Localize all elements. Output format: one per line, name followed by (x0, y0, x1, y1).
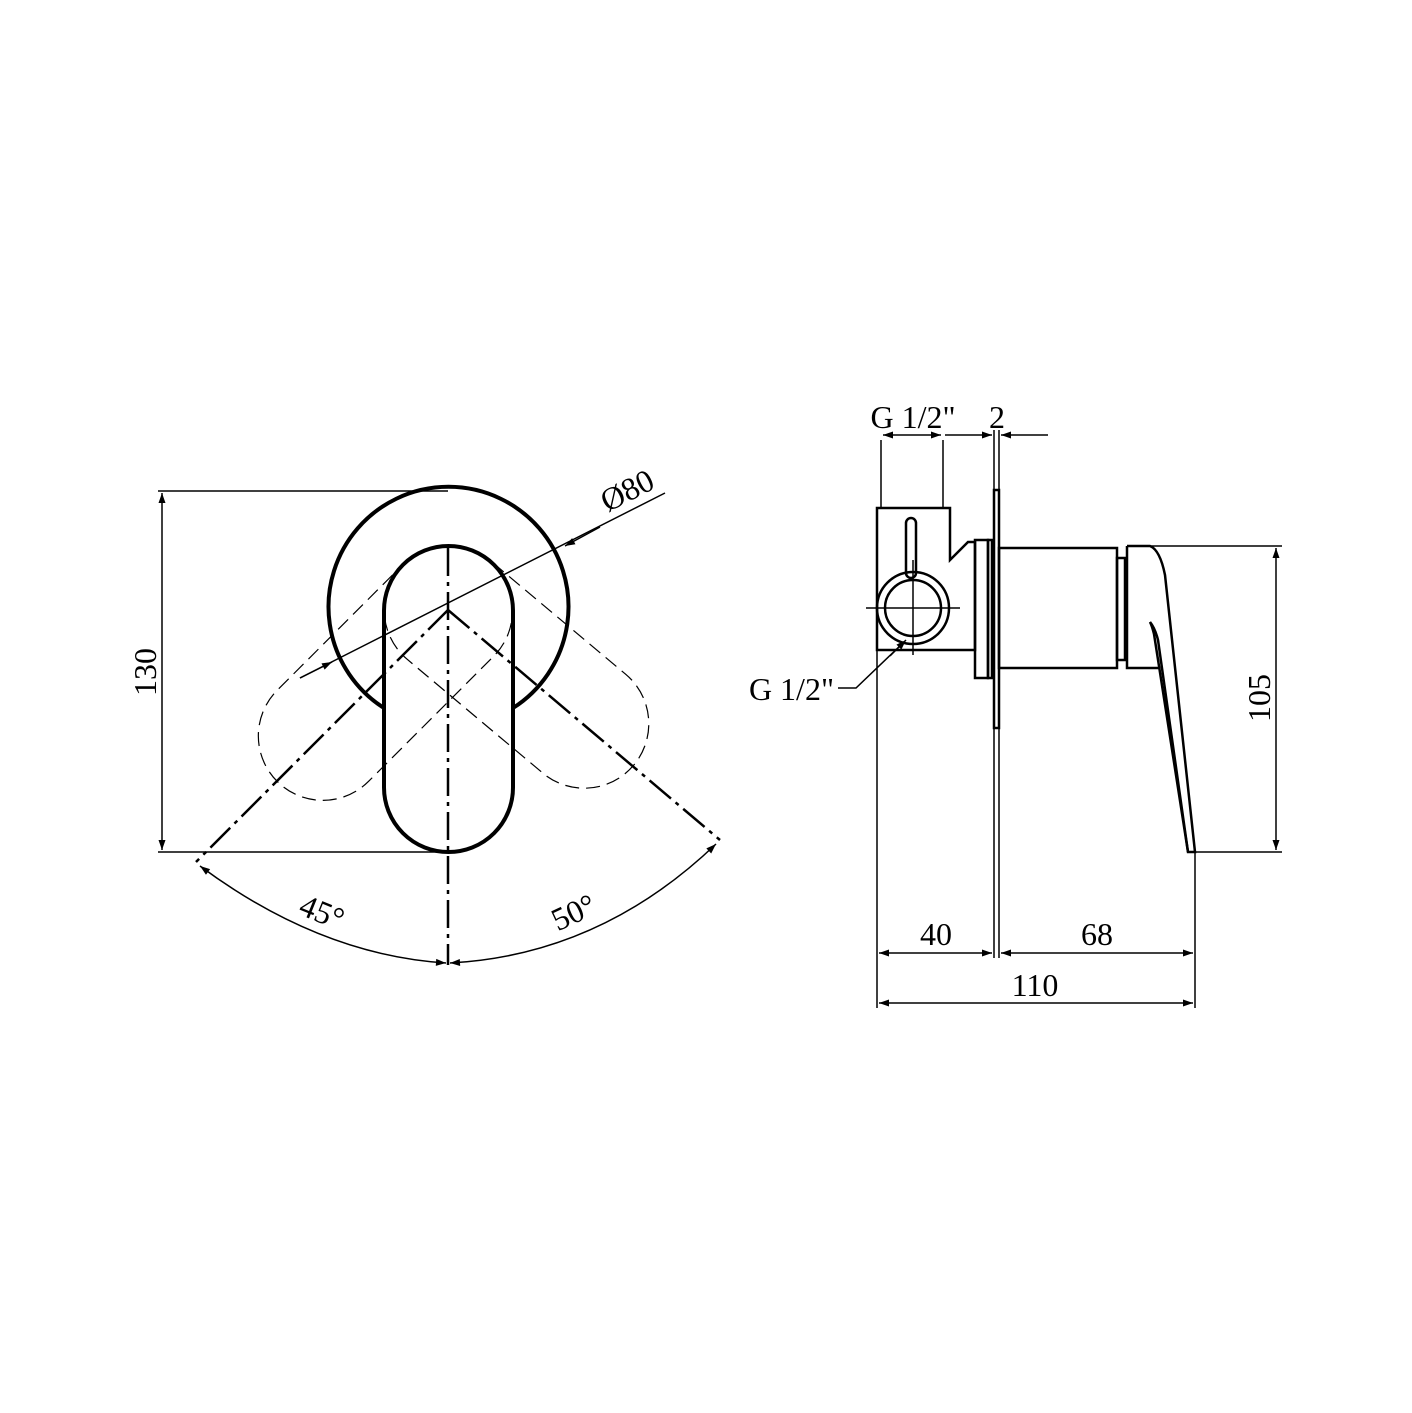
cartridge-collar (1115, 556, 1127, 662)
lever-inner-edge (1148, 621, 1190, 853)
side-view: G 1/2" 2 G 1/2" 105 40 68 110 (749, 399, 1282, 1008)
angle-left-label: 45° (295, 887, 350, 937)
body-depth-label: 40 (920, 916, 952, 952)
flange-ring (973, 538, 990, 680)
cartridge-body (997, 546, 1119, 670)
side-thread-leader (838, 641, 905, 689)
angle-axis-left (195, 609, 449, 863)
angle-arc-left (199, 865, 447, 966)
overall-depth-label: 110 (1012, 967, 1059, 1003)
side-thread-label: G 1/2" (749, 671, 834, 707)
handle-depth-label: 68 (1081, 916, 1113, 952)
front-view: 130 Ø80 45° 50° (127, 462, 721, 966)
angle-axis-right (447, 609, 721, 841)
angle-arc-right (449, 843, 717, 966)
ghost-handle-right (383, 544, 650, 789)
diameter-leader-line (299, 492, 666, 679)
flange-washer (986, 538, 994, 680)
inlet-slot (904, 516, 918, 580)
diameter-arrow-left (299, 661, 333, 679)
height-dimension-label: 130 (127, 648, 163, 696)
top-thread-label: G 1/2" (870, 399, 955, 435)
valve-body (875, 506, 977, 652)
side-thread-arrow (889, 639, 907, 657)
lever-handle (1125, 544, 1197, 854)
diameter-label: Ø80 (594, 462, 659, 519)
angle-right-label: 50° (545, 886, 601, 938)
escutcheon-plate (326, 484, 571, 710)
diameter-arrow-right (564, 526, 601, 547)
plate-thickness-label: 2 (989, 399, 1005, 435)
handle-height-label: 105 (1241, 674, 1277, 722)
